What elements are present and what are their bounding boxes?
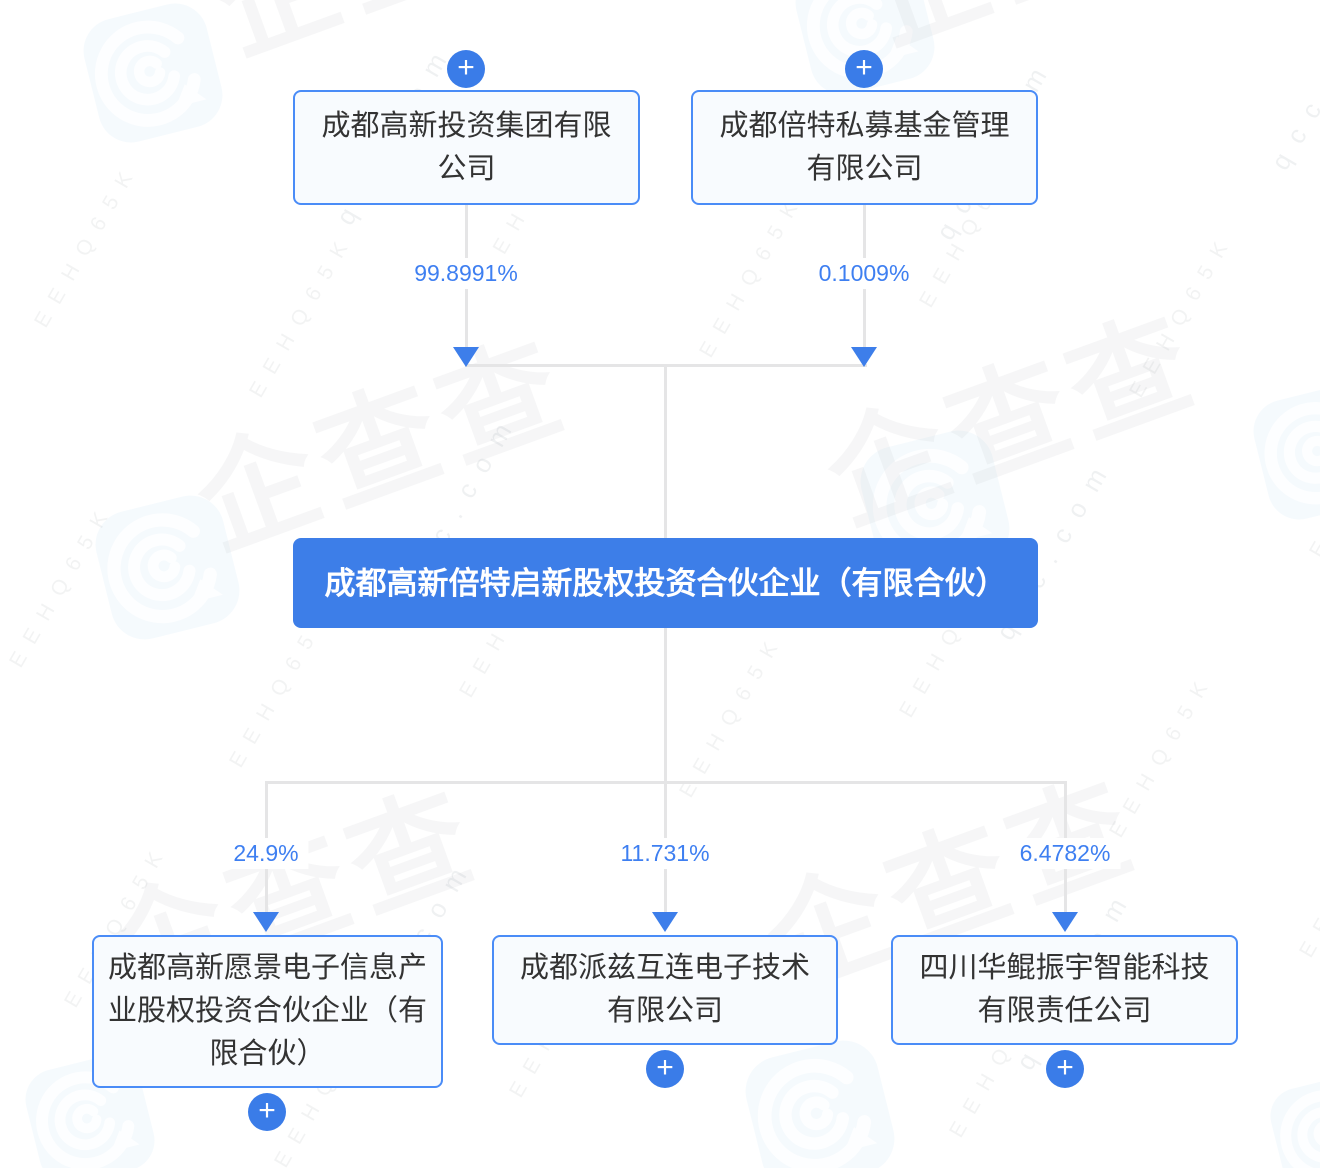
watermark-qcc-logo-icon (1257, 1062, 1320, 1168)
watermark-qcc-logo-icon (729, 1024, 911, 1168)
parent-company-box[interactable]: 成都倍特私募基金管理有限公司 (691, 90, 1038, 205)
child-company-box[interactable]: 成都高新愿景电子信息产业股权投资合伙企业（有限合伙） (92, 935, 443, 1088)
plus-icon: + (656, 1050, 674, 1084)
expand-parent-button[interactable]: + (845, 50, 883, 88)
watermark-qcc-logo-icon (80, 480, 256, 656)
connector-line (664, 366, 667, 538)
expand-child-button[interactable]: + (646, 1050, 684, 1088)
expand-child-button[interactable]: + (248, 1093, 286, 1131)
arrow-down-icon (1052, 912, 1078, 932)
child-company-box[interactable]: 成都派兹互连电子技术有限公司 (492, 935, 838, 1045)
main-company-box[interactable]: 成都高新倍特启新股权投资合伙企业（有限合伙） (293, 538, 1038, 628)
parent-company-box[interactable]: 成都高新投资集团有限公司 (293, 90, 640, 205)
connector-line (664, 628, 667, 781)
expand-child-button[interactable]: + (1046, 1050, 1084, 1088)
ownership-percent-label: 11.731% (610, 838, 720, 869)
connector-line (465, 364, 867, 367)
connector-line (265, 781, 1067, 784)
child-company-name: 成都派兹互连电子技术有限公司 (519, 952, 810, 1027)
watermark-brand-text: 企查查 (190, 0, 609, 86)
watermark-domain-text: qcc.com (1265, 0, 1320, 175)
watermark-code-text: EEHQ65K (1295, 787, 1320, 962)
child-company-name: 成都高新愿景电子信息产业股权投资合伙企业（有限合伙） (108, 952, 428, 1070)
watermark-brand-text: 企查查 (180, 317, 587, 574)
child-company-name: 四川华鲲振宇智能科技有限责任公司 (919, 952, 1210, 1027)
parent-company-name: 成都倍特私募基金管理有限公司 (719, 109, 1010, 185)
parent-company-name: 成都高新投资集团有限公司 (321, 109, 612, 185)
plus-icon: + (855, 50, 873, 84)
watermark-code-text: EEHQ65K (1305, 387, 1320, 562)
watermark-code-text: EEHQ65K (675, 627, 789, 802)
watermark-qcc-logo-icon (1239, 371, 1320, 535)
arrow-down-icon (652, 912, 678, 932)
watermark-code-text: EEHQ65K (1125, 227, 1239, 402)
arrow-down-icon (453, 347, 479, 367)
watermark-code-text: EEHQ65K (30, 157, 144, 332)
watermark-code-text: EEHQ65K (1105, 667, 1219, 842)
ownership-percent-label: 6.4782% (1009, 838, 1121, 869)
arrow-down-icon (851, 347, 877, 367)
watermark-qcc-logo-icon (68, 0, 238, 158)
watermark-code-text: EEHQ65K (245, 227, 359, 402)
watermark-code-text: EEHQ65K (695, 187, 809, 362)
plus-icon: + (1056, 1050, 1074, 1084)
ownership-percent-label: 24.9% (223, 838, 309, 869)
plus-icon: + (258, 1093, 276, 1127)
plus-icon: + (457, 50, 475, 84)
child-company-box[interactable]: 四川华鲲振宇智能科技有限责任公司 (891, 935, 1238, 1045)
expand-parent-button[interactable]: + (447, 50, 485, 88)
main-company-name: 成都高新倍特启新股权投资合伙企业（有限合伙） (324, 565, 1007, 601)
arrow-down-icon (253, 912, 279, 932)
watermark-code-text: EEHQ65K (5, 497, 119, 672)
ownership-percent-label: 0.1009% (808, 258, 920, 289)
ownership-percent-label: 99.8991% (404, 258, 528, 289)
watermark-brand-text: 企查查 (840, 0, 1259, 76)
